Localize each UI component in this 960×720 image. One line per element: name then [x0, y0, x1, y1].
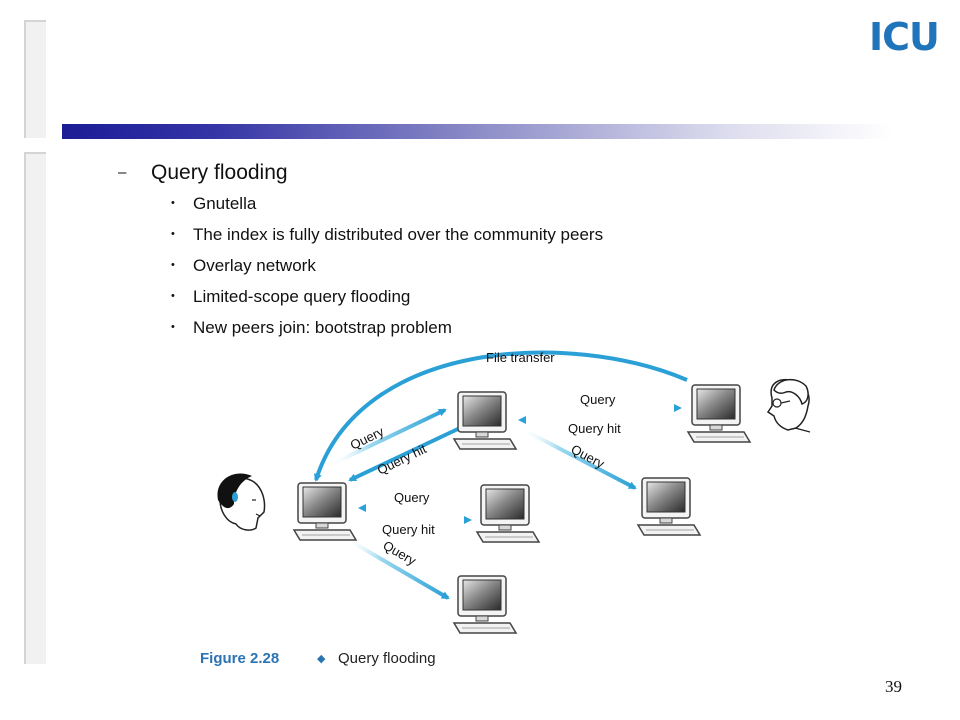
query-hit-arrow-a	[348, 426, 461, 482]
query-label-b: Query	[580, 392, 616, 407]
bullet-marker: •	[171, 228, 175, 240]
query-arrow-c	[519, 426, 637, 490]
slide-outline: – Query flooding • Gnutella • The index …	[118, 158, 603, 343]
bullet-marker: •	[171, 321, 175, 333]
outline-heading-text: Query flooding	[151, 161, 288, 184]
bullet-item: • Overlay network	[118, 250, 603, 281]
side-rule-main	[24, 152, 46, 664]
file-transfer-label: File transfer	[486, 350, 555, 365]
bullet-text: New peers join: bootstrap problem	[193, 318, 452, 337]
bullet-item: • The index is fully distributed over th…	[118, 219, 603, 250]
computer-icon	[637, 477, 701, 536]
file-transfer-arrow	[313, 350, 688, 482]
figure-caption-title: Query flooding	[338, 650, 436, 667]
dash-marker: –	[118, 164, 127, 181]
bullet-text: Gnutella	[193, 194, 257, 213]
bullet-item: • Limited-scope query flooding	[118, 281, 603, 312]
computer-icon	[293, 482, 357, 541]
header-gradient-band	[62, 124, 892, 139]
computer-icon	[453, 575, 517, 634]
man-user-icon	[766, 378, 811, 433]
bullet-item: • New peers join: bootstrap problem	[118, 312, 603, 343]
query-hit-label-b: Query hit	[568, 421, 621, 436]
caption-separator: ◆	[317, 652, 326, 665]
query-arrow-e	[343, 536, 450, 600]
computer-icon	[687, 384, 751, 443]
side-rule-top	[24, 20, 46, 138]
page-number: 39	[885, 677, 902, 696]
bullet-item: • Gnutella	[118, 188, 603, 219]
computer-icon	[476, 484, 540, 543]
query-label-c: Query	[569, 441, 608, 471]
bullet-text: Overlay network	[193, 256, 316, 275]
outline-heading: – Query flooding	[118, 158, 603, 188]
icu-logo: ICU	[869, 15, 940, 59]
query-flooding-figure: File transfer Query Query hit Query Quer…	[200, 350, 811, 667]
query-hit-label-d: Query hit	[382, 522, 435, 537]
bullet-marker: •	[171, 197, 175, 209]
query-hit-label-a: Query hit	[375, 441, 429, 478]
bullet-text: The index is fully distributed over the …	[193, 225, 604, 244]
bullet-text: Limited-scope query flooding	[193, 287, 411, 306]
bullet-marker: •	[171, 290, 175, 302]
figure-number: Figure 2.28	[200, 650, 279, 667]
query-label-d: Query	[394, 490, 430, 505]
bullet-marker: •	[171, 259, 175, 271]
computer-icon	[453, 391, 517, 450]
query-arrow-a	[329, 408, 447, 467]
woman-user-icon	[217, 473, 266, 531]
